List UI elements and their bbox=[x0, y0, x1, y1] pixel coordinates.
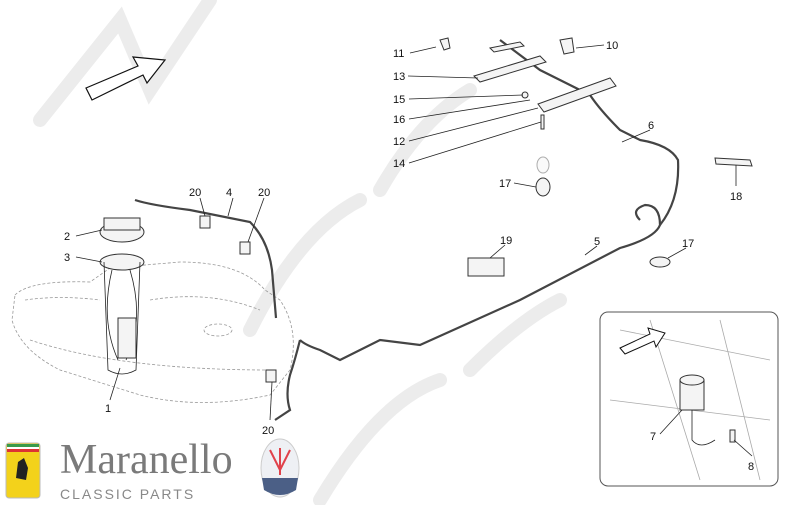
callout-1: 1 bbox=[105, 403, 111, 415]
callout-18: 18 bbox=[730, 191, 742, 203]
fuel-rails bbox=[439, 37, 617, 130]
logo-brand: Maranello bbox=[60, 437, 233, 483]
callout-2: 2 bbox=[64, 231, 70, 243]
callout-15: 15 bbox=[393, 94, 405, 106]
callout-3: 3 bbox=[64, 252, 70, 264]
callout-16: 16 bbox=[393, 114, 405, 126]
grommet-17 bbox=[535, 177, 551, 197]
callout-10: 10 bbox=[606, 40, 618, 52]
logo-tagline: CLASSIC PARTS bbox=[60, 486, 196, 502]
callout-17: 17 bbox=[499, 178, 511, 190]
fuel-line-5 bbox=[299, 203, 662, 362]
fuel-line-return bbox=[274, 339, 302, 421]
callout-6: 6 bbox=[648, 120, 654, 132]
fuel-line-4 bbox=[134, 198, 278, 319]
leader-lines bbox=[75, 44, 753, 457]
fuel-tank bbox=[11, 261, 294, 403]
clip-20a bbox=[199, 215, 211, 229]
grommet-17b bbox=[649, 256, 671, 268]
callout-20c: 20 bbox=[262, 425, 274, 437]
clip-20c bbox=[265, 369, 277, 383]
callout-13: 13 bbox=[393, 71, 405, 83]
fuel-line-6 bbox=[499, 39, 680, 226]
callout-8: 8 bbox=[748, 461, 754, 473]
callout-labels: 11 10 13 15 16 12 14 6 17 18 19 5 17 20 … bbox=[64, 40, 754, 473]
callout-20a: 20 bbox=[189, 187, 201, 199]
callout-12: 12 bbox=[393, 136, 405, 148]
callout-4: 4 bbox=[226, 187, 232, 199]
fuel-pump-module bbox=[99, 217, 145, 375]
detail-inset bbox=[599, 311, 779, 487]
callout-20b: 20 bbox=[258, 187, 270, 199]
maserati-badge bbox=[260, 438, 300, 498]
clip-18 bbox=[714, 157, 753, 167]
callout-11: 11 bbox=[393, 48, 404, 60]
watermark bbox=[33, 0, 567, 505]
callout-5: 5 bbox=[594, 236, 600, 248]
ferrari-badge bbox=[5, 442, 41, 499]
callout-14: 14 bbox=[393, 158, 405, 170]
callout-7: 7 bbox=[650, 431, 656, 443]
direction-arrow bbox=[85, 56, 167, 101]
clip-20b bbox=[239, 241, 251, 255]
callout-19: 19 bbox=[500, 235, 512, 247]
bracket-19 bbox=[467, 257, 505, 277]
grommet-17-ghost bbox=[536, 156, 550, 174]
callout-17b: 17 bbox=[682, 238, 694, 250]
